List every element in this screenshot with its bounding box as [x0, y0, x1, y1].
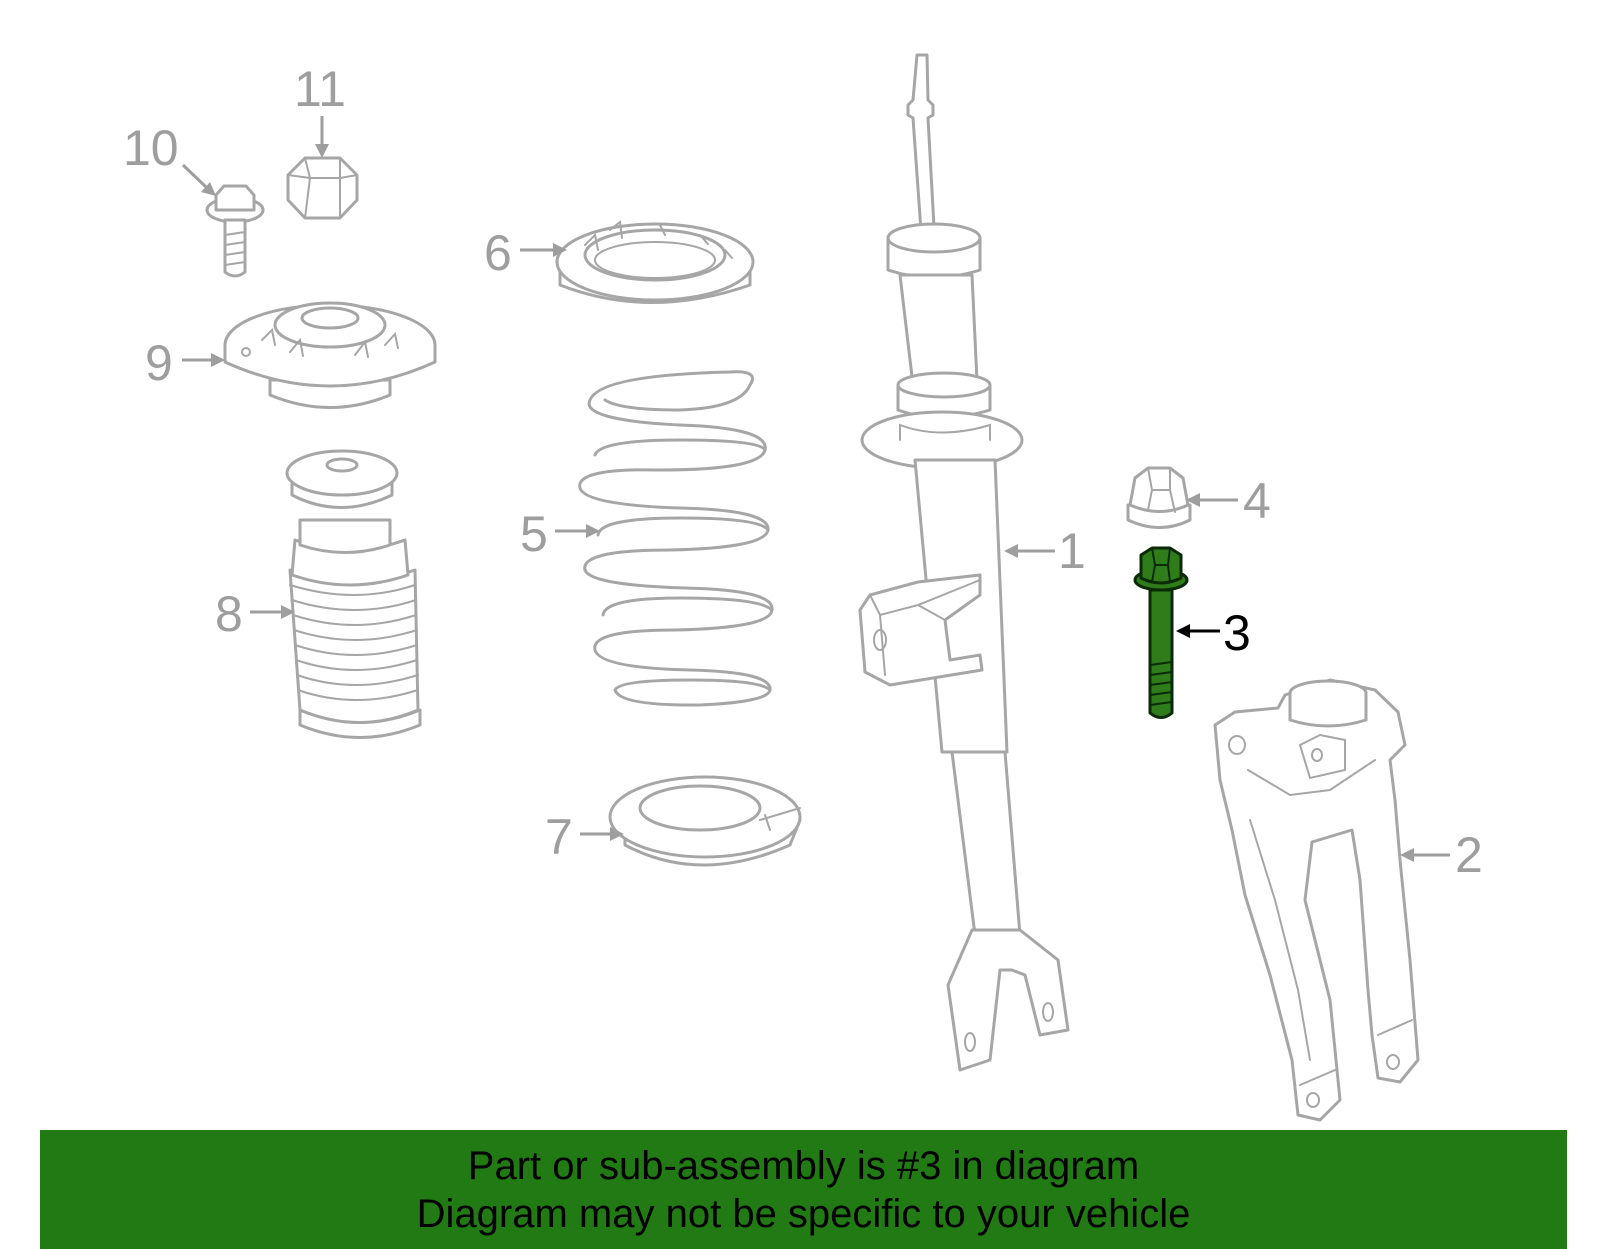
- callout-label-8: 8: [215, 586, 243, 642]
- callout-label-6: 6: [484, 225, 512, 281]
- callout-8: 8: [215, 586, 295, 642]
- callout-label-4: 4: [1243, 473, 1271, 529]
- callout-10: 10: [123, 120, 216, 196]
- callout-9: 9: [145, 335, 225, 391]
- part-1-strut-assembly[interactable]: [858, 53, 1070, 1072]
- part-5-coil-spring[interactable]: [578, 370, 774, 707]
- banner-line-2: Diagram may not be specific to your vehi…: [416, 1192, 1191, 1236]
- callout-2: 2: [1400, 827, 1483, 883]
- banner-line-1: Part or sub-assembly is #3 in diagram: [467, 1144, 1140, 1188]
- part-8-dust-boot[interactable]: [285, 449, 422, 739]
- callout-7: 7: [545, 809, 624, 865]
- callout-label-7: 7: [545, 809, 573, 865]
- callout-5: 5: [520, 506, 600, 562]
- info-banner: Part or sub-assembly is #3 in diagram Di…: [40, 1130, 1567, 1249]
- part-9-strut-mount[interactable]: [223, 301, 437, 409]
- callout-11: 11: [294, 61, 346, 158]
- part-6-upper-spring-seat[interactable]: [555, 220, 755, 304]
- part-3-bolt[interactable]: [1133, 546, 1189, 719]
- part-4-nut[interactable]: [1126, 466, 1192, 529]
- callout-label-1: 1: [1058, 523, 1086, 579]
- part-10-bolt[interactable]: [205, 184, 265, 278]
- part-2-steering-knuckle[interactable]: [1213, 678, 1420, 1122]
- callout-6: 6: [484, 225, 567, 281]
- callout-label-5: 5: [520, 506, 548, 562]
- part-7-lower-spring-seat[interactable]: [608, 775, 802, 867]
- callout-label-3: 3: [1223, 605, 1251, 661]
- callout-1: 1: [1004, 523, 1086, 579]
- callout-label-11: 11: [294, 61, 346, 117]
- callout-4: 4: [1186, 473, 1271, 529]
- callout-label-2: 2: [1455, 827, 1483, 883]
- callout-label-9: 9: [145, 335, 173, 391]
- callout-label-10: 10: [123, 120, 179, 176]
- part-11-nut[interactable]: [286, 156, 359, 220]
- callout-3: 3: [1176, 605, 1251, 661]
